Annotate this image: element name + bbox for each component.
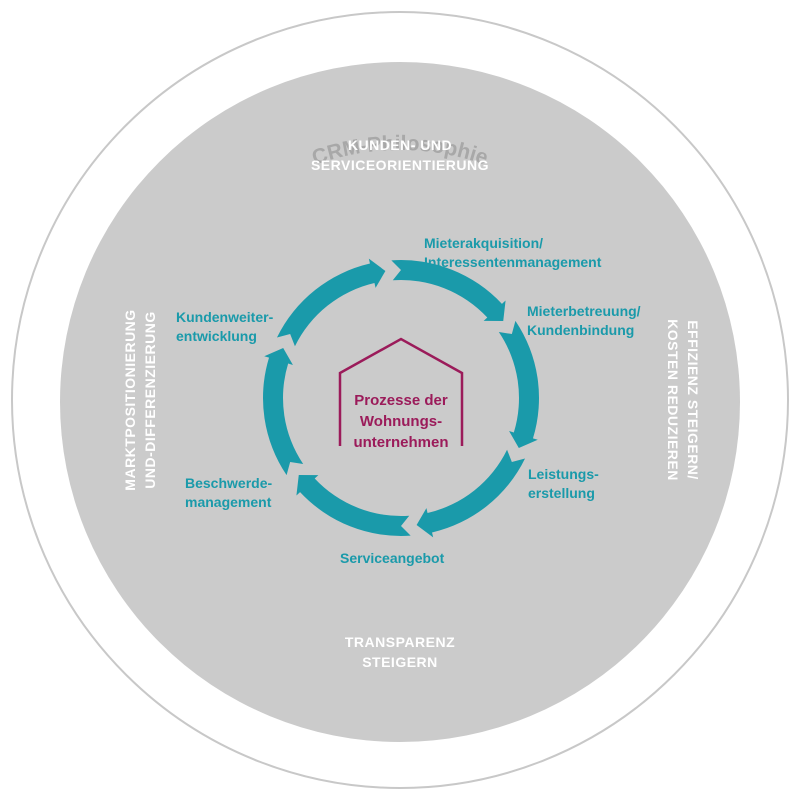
cycle-step-line: Mieterakquisition/	[424, 235, 544, 251]
cycle-step-line: Kundenbindung	[527, 322, 635, 338]
center-label-line: Prozesse der	[354, 392, 448, 409]
cycle-step-line: Beschwerde-	[185, 475, 273, 491]
cycle-arrow-segment	[276, 258, 386, 347]
cycle-step-line: Interessentenmanagement	[424, 254, 602, 270]
cycle-step-line: management	[185, 494, 272, 510]
cycle-arrow-segment	[416, 449, 526, 538]
outer-label-right: EFFIZIENZ STEIGERN/ KOSTEN REDUZIEREN	[663, 290, 703, 510]
center-label-line: Wohnungs-	[359, 413, 443, 430]
outer-label-line: UND-DIFFERENZIERUNG	[142, 311, 158, 489]
outer-label-top: KUNDEN- UND SERVICEORIENTIERUNG	[300, 135, 500, 175]
cycle-step-leistungserstellung: Leistungs- erstellung	[528, 465, 599, 503]
outer-label-bottom: TRANSPARENZ STEIGERN	[300, 632, 500, 672]
cycle-step-line: Serviceangebot	[340, 550, 445, 566]
cycle-step-serviceangebot: Serviceangebot	[340, 549, 444, 568]
outer-label-left: MARKTPOSITIONIERUNG UND-DIFFERENZIERUNG	[120, 290, 160, 510]
outer-label-line: KOSTEN REDUZIEREN	[665, 319, 681, 481]
cycle-step-line: entwicklung	[176, 328, 257, 344]
center-label: Prozesse der Wohnungs- unternehmen	[341, 390, 461, 453]
inner-disc	[60, 62, 740, 742]
outer-label-line: STEIGERN	[362, 654, 438, 670]
cycle-step-mieterakquisition: Mieterakquisition/ Interessentenmanageme…	[424, 234, 601, 272]
cycle-step-line: Mieterbetreuung/	[527, 303, 641, 319]
cycle-step-kundenweiterentwicklung: Kundenweiter- entwicklung	[176, 308, 273, 346]
outer-label-line: KUNDEN- UND	[347, 137, 453, 153]
cycle-arrows	[262, 258, 540, 538]
cycle-step-beschwerdemanagement: Beschwerde- management	[185, 474, 272, 512]
house-outline-icon	[338, 337, 464, 446]
cycle-arrow-segment	[296, 475, 411, 536]
outer-label-line: EFFIZIENZ STEIGERN/	[685, 320, 701, 480]
outer-label-line: SERVICEORIENTIERUNG	[310, 157, 490, 173]
cycle-step-mieterbetreuung: Mieterbetreuung/ Kundenbindung	[527, 302, 641, 340]
cycle-arrow-segment	[262, 347, 304, 476]
cycle-arrow-segment	[391, 260, 506, 321]
cycle-step-line: Leistungs-	[528, 466, 599, 482]
outer-label-line: MARKTPOSITIONIERUNG	[122, 309, 138, 491]
center-label-line: unternehmen	[353, 434, 449, 451]
cycle-step-line: erstellung	[528, 485, 595, 501]
cycle-arrow-segment	[498, 320, 540, 449]
outer-label-line: TRANSPARENZ	[344, 634, 456, 650]
cycle-step-line: Kundenweiter-	[176, 309, 274, 325]
